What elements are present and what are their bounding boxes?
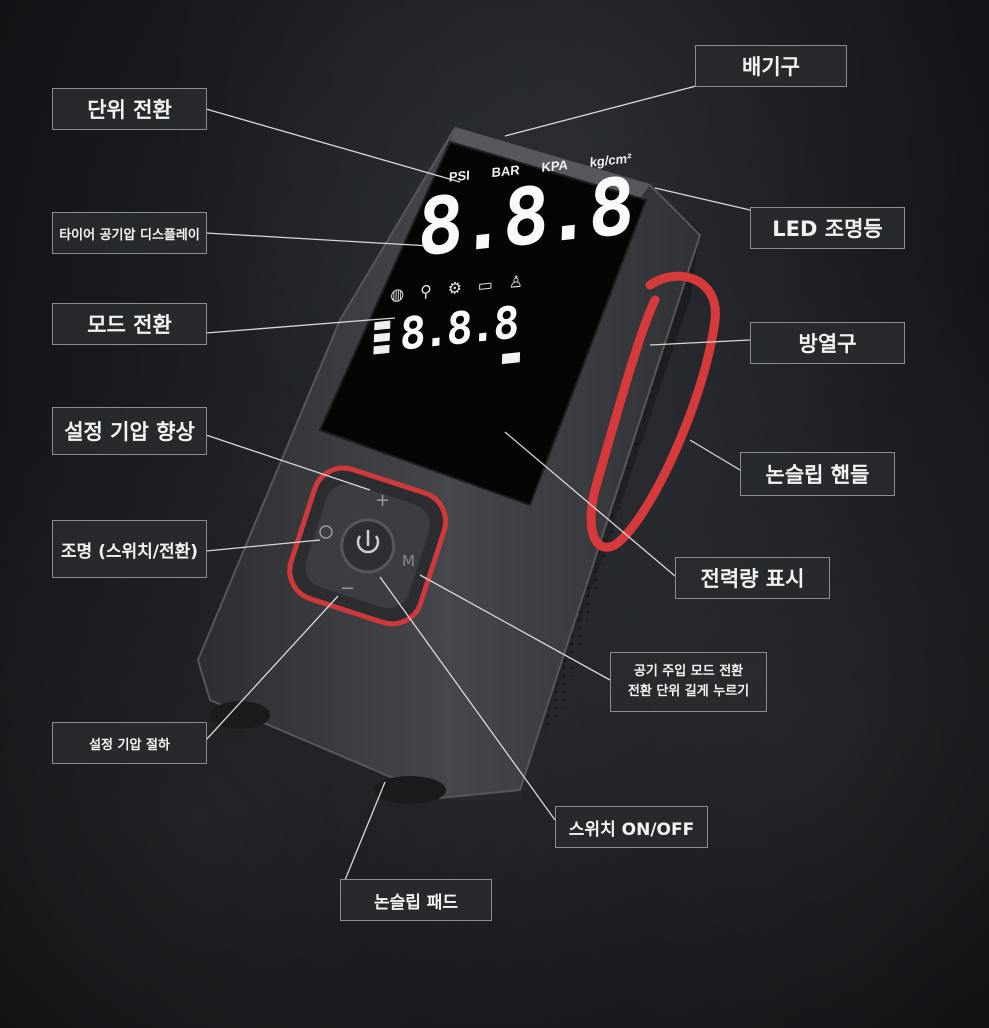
power-icon [356,530,380,554]
nonslip-pad-left [210,701,270,729]
top-edge [450,128,650,198]
label-pressure-up: 설정 기압 향상 [52,407,207,455]
label-air-mode: 공기 주입 모드 전환 전환 단위 길게 누르기 [610,652,767,712]
label-battery-display: 전력량 표시 [675,557,830,599]
sub-reading: 8.8.8 [398,297,518,361]
lcd-screen [318,140,648,507]
plus-button[interactable]: + [375,490,391,511]
car-icon: ▭ [477,274,494,296]
battery-icon [373,320,391,354]
nonslip-handle [586,271,720,552]
lcd-content: PSI BAR KPA kg/cm² 8.8.8 ◍ ⚲ ⚙ ▭ ♙ 8.8.8 [330,144,639,468]
main-reading: 8.8.8 [415,161,633,275]
minus-button[interactable]: − [340,578,356,599]
label-unit-switch: 단위 전환 [52,88,207,130]
label-led-light: LED 조명등 [750,207,905,249]
ball-icon: ◍ [389,283,405,305]
label-air-mode-line2: 전환 단위 길게 누르기 [627,684,750,699]
mode-button[interactable]: M [402,552,415,570]
light-icon [319,525,333,539]
label-heat-vent: 방열구 [750,322,905,364]
label-mode-switch: 모드 전환 [52,303,207,345]
label-nonslip-handle: 논슬립 핸들 [740,452,895,496]
label-nonslip-pad: 논슬립 패드 [340,879,492,921]
leader-lines [205,85,751,881]
label-tire-display: 타이어 공기압 디스플레이 [52,212,207,254]
bicycle-icon: ⚲ [419,280,433,302]
label-power-switch: 스위치 ON/OFF [555,806,708,848]
person-icon: ♙ [508,271,524,293]
label-air-mode-line1: 공기 주입 모드 전환 [633,663,744,679]
nonslip-pad-right [374,776,446,804]
label-exhaust: 배기구 [695,45,847,87]
battery-indicator [501,352,521,365]
label-light-switch: 조명 (스위치/전환) [52,520,207,578]
motorcycle-icon: ⚙ [447,277,463,299]
label-pressure-down: 설정 기압 절하 [52,722,207,764]
